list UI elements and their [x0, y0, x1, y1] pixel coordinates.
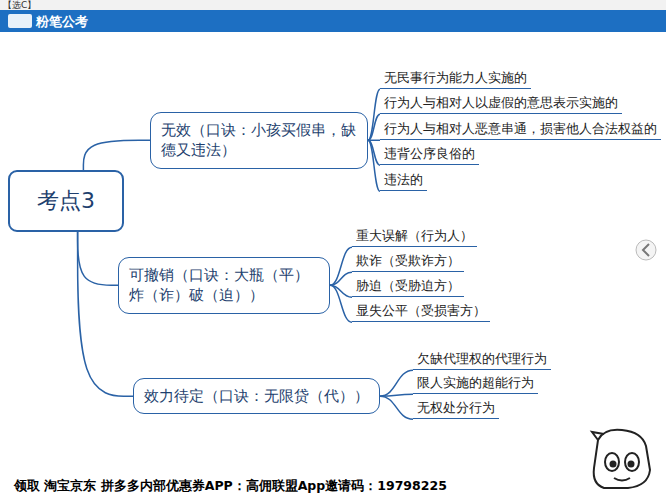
branch-connector — [330, 272, 352, 285]
cartoon-figure — [592, 430, 650, 488]
branch-connector — [78, 232, 118, 285]
chevron-icon — [643, 244, 649, 256]
node-text: 无民事行为能力人实施的 — [384, 70, 527, 86]
branch-connector — [368, 140, 380, 191]
node-text: 行为人与相对人恶意串通，损害他人合法权益的 — [384, 121, 657, 137]
watermark: 领取 淘宝京东 拼多多内部优惠券APP：高佣联盟App邀请码：19798225 — [14, 478, 447, 495]
page-tag: 【选C】 — [3, 0, 36, 12]
node-text: 可撤销（口诀：大瓶（平）炸（诈）破（迫）） — [129, 265, 319, 306]
node-text: 重大误解（行为人） — [356, 228, 473, 244]
node-text: 违背公序良俗的 — [384, 146, 475, 162]
branch-connector — [368, 89, 380, 140]
leaf-item: 违背公序良俗的 — [380, 145, 479, 165]
topic-box: 考点3 — [8, 170, 124, 232]
node-text: 违法的 — [384, 172, 423, 188]
node-text: 无效（口诀：小孩买假串，缺德又违法） — [161, 120, 357, 161]
leaf-item: 无民事行为能力人实施的 — [380, 69, 531, 89]
node-text: 胁迫（受胁迫方） — [356, 278, 460, 294]
branch-connector — [83, 140, 150, 170]
branch-box: 无效（口诀：小孩买假串，缺德又违法） — [150, 112, 368, 169]
leaf-item: 显失公平（受损害方） — [352, 302, 490, 322]
node-text: 显失公平（受损害方） — [356, 303, 486, 319]
leaf-item: 违法的 — [380, 171, 427, 191]
top-strip — [0, 0, 666, 10]
branch-box: 效力待定（口诀：无限贷（代）） — [133, 378, 380, 414]
branch-connector — [330, 285, 352, 322]
header-bar — [0, 10, 666, 32]
node-text: 效力待定（口诀：无限贷（代）） — [144, 386, 369, 406]
branch-connector — [330, 247, 352, 285]
node-text: 欺诈（受欺诈方） — [356, 253, 460, 269]
leaf-item: 无权处分行为 — [413, 399, 499, 419]
leaf-item: 行为人与相对人恶意串通，损害他人合法权益的 — [380, 120, 661, 140]
branch-connector — [380, 370, 413, 396]
branch-connector — [380, 396, 413, 419]
node-text: 限人实施的超能行为 — [417, 375, 534, 391]
node-text: 考点3 — [37, 186, 95, 216]
leaf-item: 重大误解（行为人） — [352, 227, 477, 247]
leaf-item: 欠缺代理权的代理行为 — [413, 350, 551, 370]
branch-box: 可撤销（口诀：大瓶（平）炸（诈）破（迫）） — [118, 257, 330, 314]
node-text: 无权处分行为 — [417, 400, 495, 416]
leaf-item: 胁迫（受胁迫方） — [352, 277, 464, 297]
logo-mark — [8, 14, 32, 28]
leaf-item: 行为人与相对人以虚假的意思表示实施的 — [380, 94, 622, 114]
branch-connector — [368, 114, 380, 140]
leaf-item: 欺诈（受欺诈方） — [352, 252, 464, 272]
branch-connector — [380, 394, 413, 396]
logo-text: 粉笔公考 — [36, 13, 88, 31]
node-text: 欠缺代理权的代理行为 — [417, 351, 547, 367]
scroll-button — [636, 240, 656, 260]
node-text: 行为人与相对人以虚假的意思表示实施的 — [384, 95, 618, 111]
leaf-item: 限人实施的超能行为 — [413, 374, 538, 394]
